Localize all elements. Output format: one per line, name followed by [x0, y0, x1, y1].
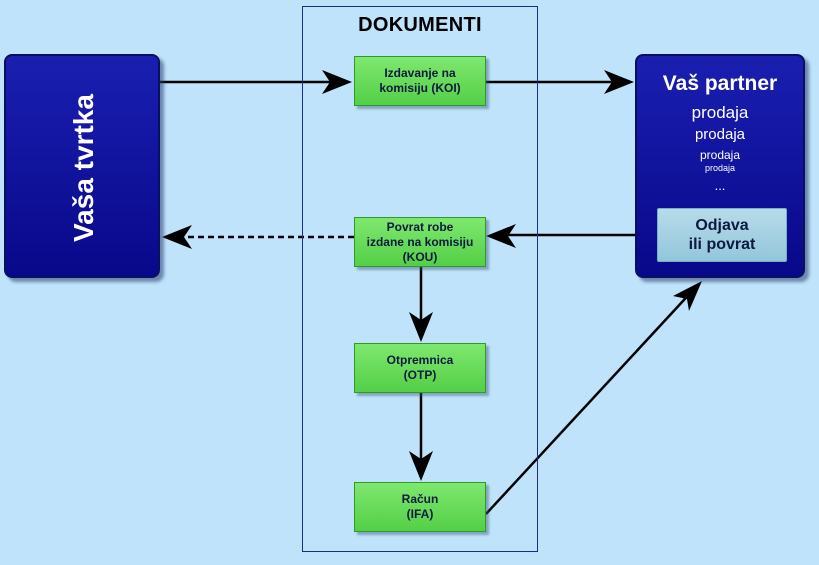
doc-kou: Povrat robe izdane na komisiju (KOU) [354, 217, 486, 267]
partner-sale-2: prodaja [694, 126, 746, 143]
documents-frame [302, 6, 538, 552]
doc-otp-line2: (OTP) [403, 368, 437, 382]
partner-sale-1: prodaja [691, 103, 749, 122]
company-label: Vaša tvrtka [68, 94, 99, 242]
doc-kou-line1: Povrat robe [386, 219, 454, 234]
doc-otp: Otpremnica (OTP) [354, 343, 486, 393]
company-box: Vaša tvrtka [4, 54, 160, 278]
arrowhead-otp [409, 312, 433, 342]
doc-ifa-line2: (IFA) [406, 507, 434, 521]
doc-koi-line2: komisiju (KOI) [379, 81, 461, 95]
return-box-line1: Odjava [695, 216, 749, 234]
arrow-ifa-to-partner [485, 287, 696, 515]
arrowhead-kou [486, 224, 516, 248]
return-box: Odjava ili povrat [657, 208, 787, 262]
doc-otp-line1: Otpremnica [386, 353, 454, 367]
arrowhead-company [162, 225, 192, 249]
partner-title: Vaš partner [662, 72, 778, 95]
arrowhead-koi [322, 70, 352, 94]
arrowhead-partner-return [673, 281, 702, 311]
arrowhead-partner [604, 70, 634, 94]
doc-koi-line1: Izdavanje na [384, 66, 456, 80]
documents-title: DOKUMENTI [358, 14, 482, 36]
arrowhead-ifa [409, 451, 433, 481]
doc-kou-line3: (KOU) [402, 249, 438, 264]
partner-sale-4: prodaja [704, 163, 736, 173]
doc-ifa-line1: Račun [401, 492, 439, 506]
doc-kou-line2: izdane na komisiju [366, 234, 474, 249]
partner-sale-ellipsis: ... [714, 178, 726, 193]
partner-sale-3: prodaja [699, 148, 741, 162]
doc-koi: Izdavanje na komisiju (KOI) [354, 56, 486, 106]
return-box-line2: ili povrat [688, 236, 756, 253]
doc-ifa: Račun (IFA) [354, 482, 486, 532]
partner-box: Vaš partner prodaja prodaja prodaja prod… [635, 54, 805, 278]
